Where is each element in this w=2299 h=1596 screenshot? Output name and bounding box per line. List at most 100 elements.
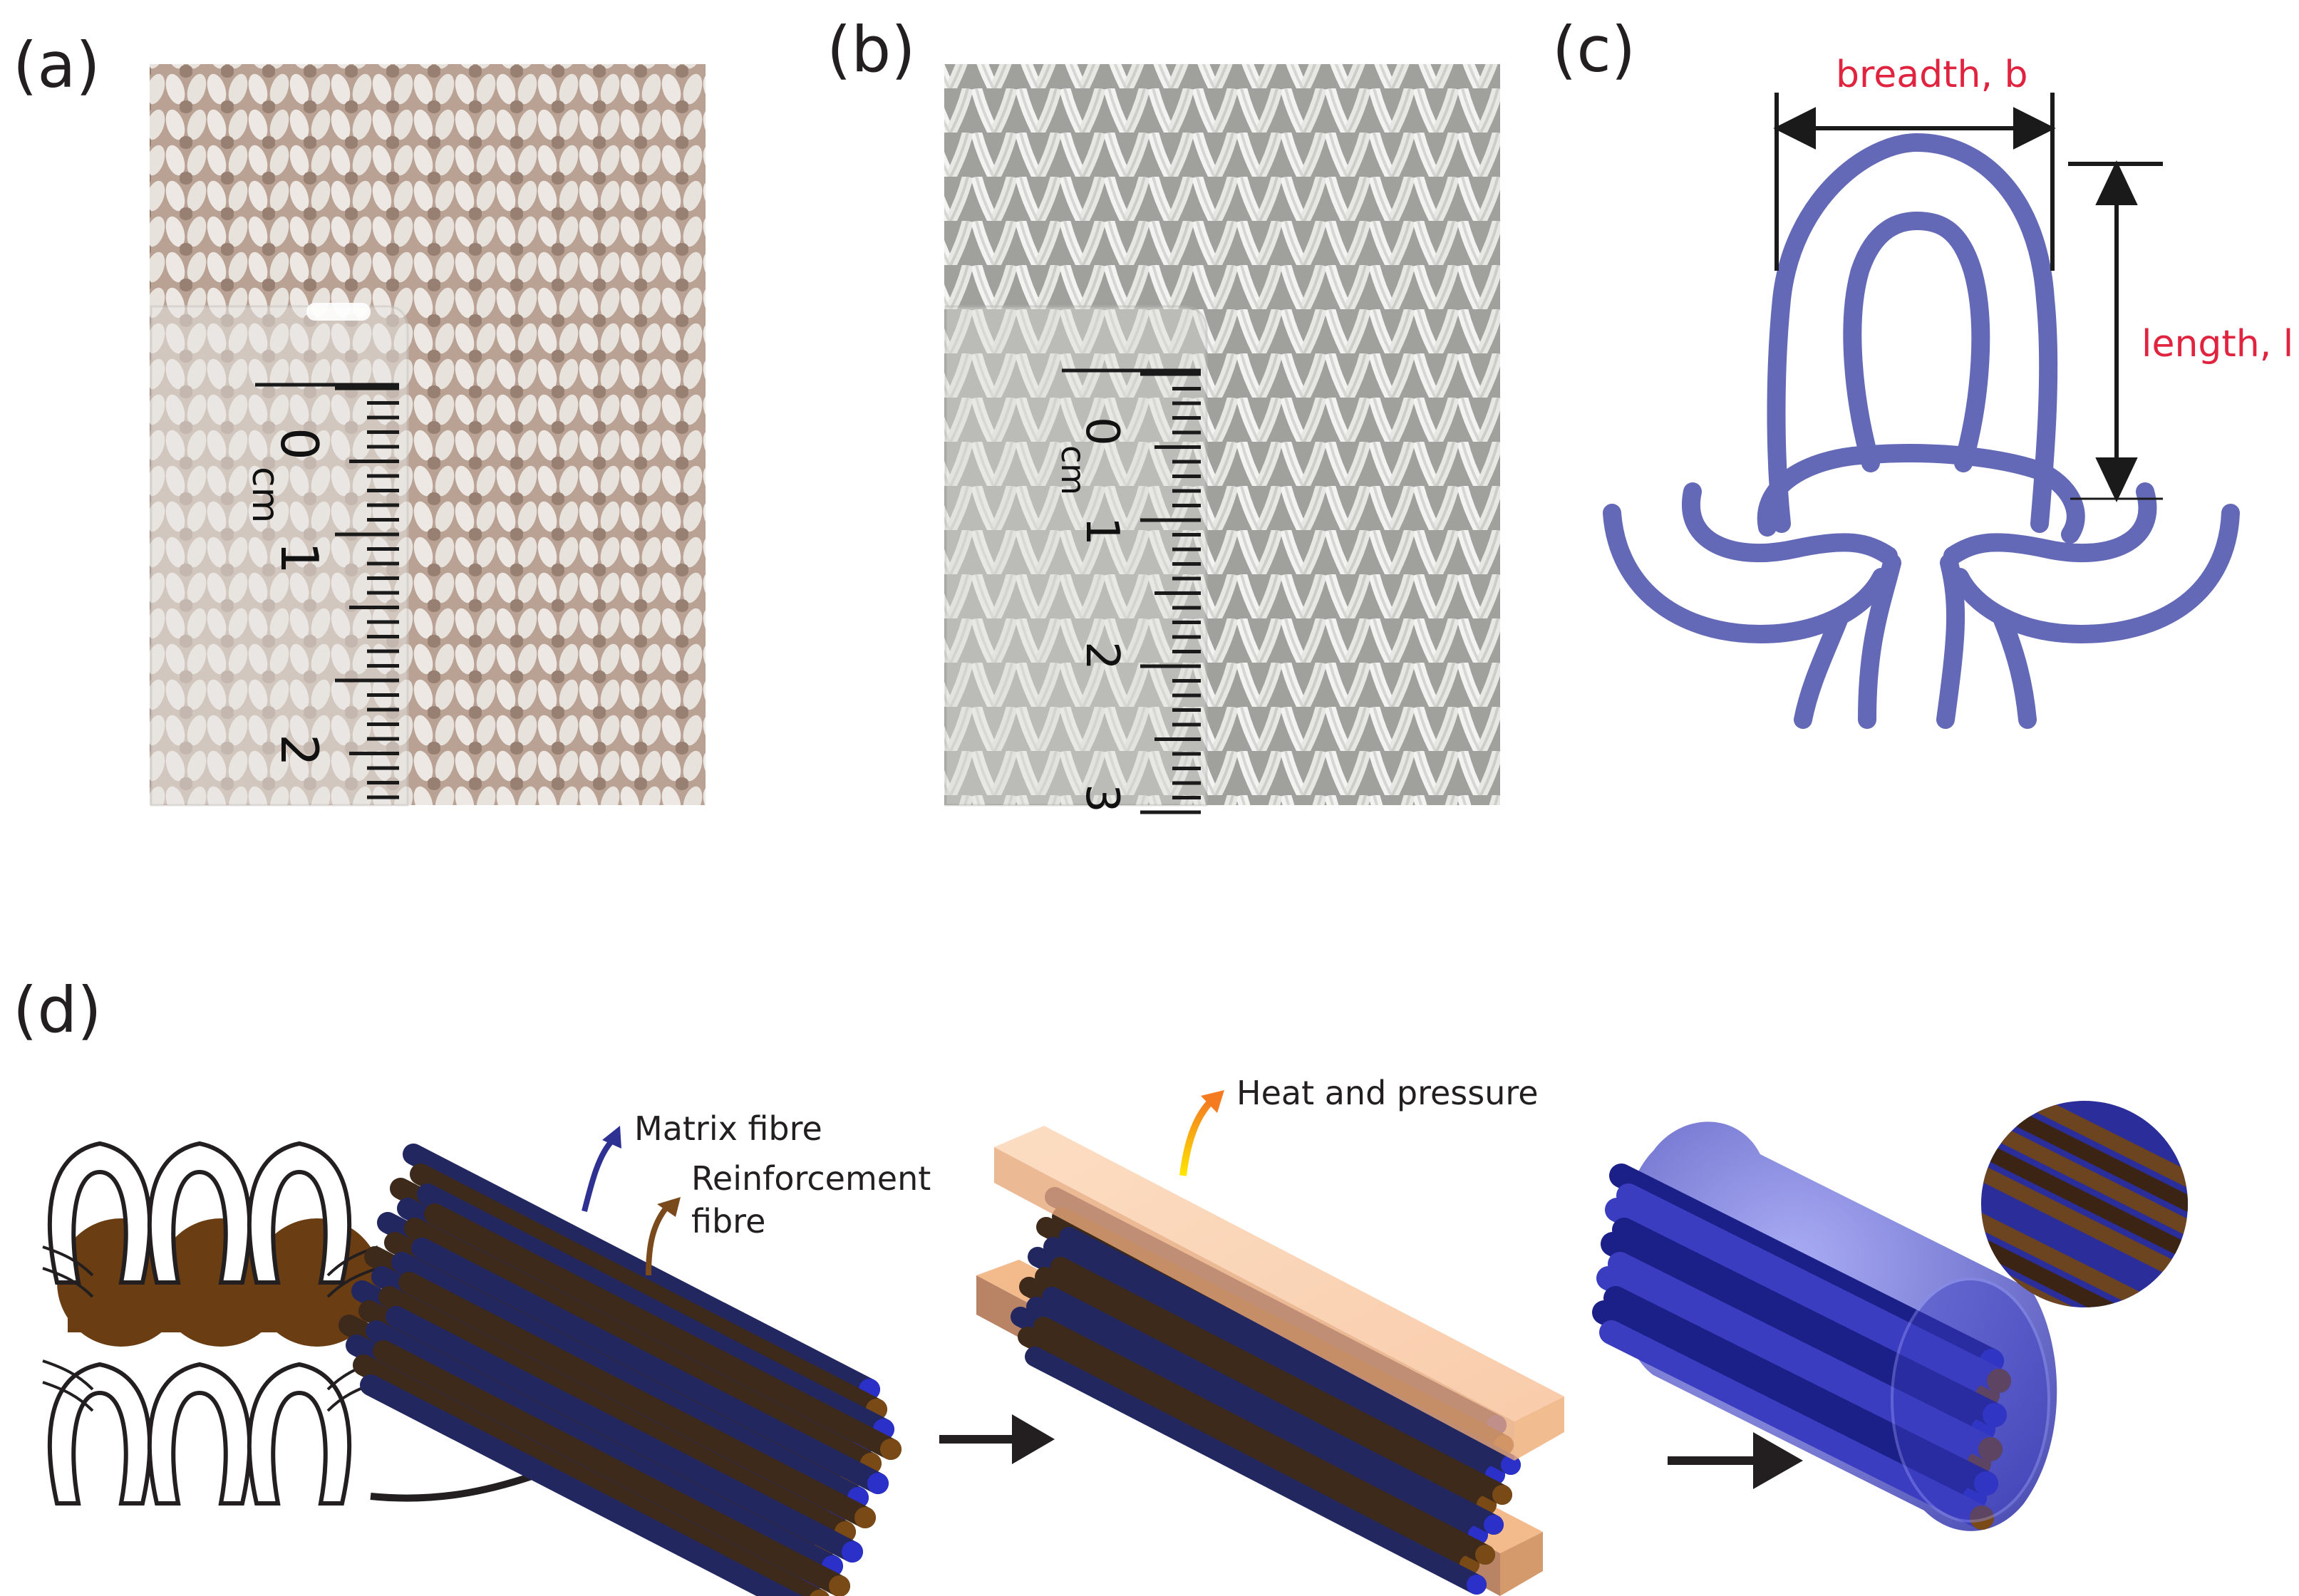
ruler-a-two: 2: [269, 734, 329, 767]
panel-b-photo: 0 cm 1 2 3: [944, 64, 1500, 814]
fibre-rod: [1592, 1300, 1987, 1510]
ruler-a-unit: cm: [244, 467, 286, 523]
right-inner-hook: [1943, 482, 2157, 565]
fibre-rod: [373, 1340, 850, 1596]
fibre-rod: [398, 1272, 876, 1528]
fibre-rod: [1043, 1237, 1505, 1485]
breadth-label: breadth, b: [1836, 53, 2028, 96]
fibre-rod: [1603, 1286, 1998, 1496]
cylinder-fibres: [1592, 1164, 2011, 1530]
fibre-rod: [1605, 1198, 2000, 1407]
zoom-fibre: [1981, 1134, 2188, 1270]
top-plate-side: [994, 1147, 1514, 1461]
matrix-fibre-label: Matrix fibre: [634, 1109, 822, 1148]
fibre-rod: [403, 1144, 880, 1400]
fibre-end: [1978, 1437, 2003, 1461]
fibre-rod: [378, 1286, 856, 1543]
heat-pressure-label: Heat and pressure: [1236, 1074, 1539, 1112]
knit-loop: [47, 1141, 153, 1285]
knit-loop: [47, 1362, 153, 1506]
panel-c-label: (c): [1552, 13, 1636, 86]
fibre-rod: [1018, 1327, 1479, 1575]
top-plate-top: [994, 1126, 1564, 1421]
reinforcement-label-line2: fibre: [691, 1202, 765, 1240]
fibre-rod: [417, 1183, 894, 1440]
panel-a-label: (a): [13, 28, 100, 102]
fibre-end: [829, 1575, 850, 1596]
knit-fabric-schematic: [42, 1141, 381, 1506]
knit-loop-diagram: [1603, 133, 2240, 729]
fibre-rod: [1601, 1232, 1995, 1441]
fibre-rod: [1608, 1252, 2003, 1461]
reinforcement-label-line1: Reinforcement: [691, 1159, 931, 1198]
fibre-end: [1974, 1471, 1998, 1496]
fibre-end: [842, 1541, 863, 1563]
leg-4: [1993, 611, 2037, 729]
fibre-end: [880, 1439, 901, 1460]
fibre-rod: [1616, 1183, 2011, 1393]
fibre-rod: [1059, 1227, 1521, 1475]
fibre-rod: [1026, 1297, 1488, 1545]
flow-arrow-2: [939, 1414, 1055, 1464]
fibre-rod: [1025, 1347, 1487, 1595]
composite-cylinder: [1592, 1101, 2188, 1531]
zoom-fibre: [1981, 1110, 2188, 1245]
leg-3: [1794, 611, 1848, 729]
left-inner-hook: [1682, 482, 1898, 565]
leg-1: [1858, 554, 1901, 729]
flow-arrow-3: [1668, 1432, 1803, 1489]
reinforcement-fibre-pointer: [646, 1197, 681, 1276]
ruler-b-unit: cm: [1054, 445, 1092, 495]
cylinder-end-face: [1891, 1278, 2050, 1523]
ruler-b-one: 1: [1075, 517, 1128, 546]
zoom-fibre: [1981, 1207, 2188, 1307]
fibre-bundle: [339, 1144, 901, 1596]
fibre-rod: [424, 1203, 901, 1460]
ruler-b-zero: 0: [1075, 417, 1128, 446]
fibre-rod: [1596, 1266, 1991, 1476]
panel-a-photo: 0 cm 1 2: [150, 64, 706, 807]
fibre-rod: [1050, 1257, 1512, 1505]
knit-loop: [247, 1362, 352, 1506]
fibre-rod: [366, 1320, 843, 1577]
fibre-rod: [1042, 1287, 1504, 1535]
bottom-plate-end: [1500, 1532, 1543, 1596]
length-label: length, l: [2142, 323, 2293, 366]
fibre-rod: [1035, 1267, 1497, 1515]
fibre-end: [1467, 1575, 1487, 1595]
fibre-end: [1475, 1545, 1495, 1565]
outer-loop: [1767, 133, 2058, 533]
panel-b-label: (b): [827, 13, 916, 86]
ruler-a: 0 cm 1 2: [150, 303, 409, 807]
knit-loop: [147, 1362, 252, 1506]
knit-loop: [147, 1141, 252, 1285]
knit-loops: [47, 1141, 352, 1506]
ruler-a-one: 1: [269, 542, 329, 574]
ruler-a-zero: 0: [269, 428, 329, 460]
fibre-rod: [404, 1218, 882, 1474]
fibre-end: [854, 1507, 876, 1528]
leg-2: [1936, 554, 1965, 729]
inner-loop: [1843, 211, 1990, 472]
fibre-end: [1484, 1515, 1504, 1535]
fibre-rod: [386, 1306, 863, 1563]
fibre-rod: [1609, 1164, 2004, 1373]
fibre-rod: [1033, 1317, 1495, 1565]
ruler-b-two: 2: [1075, 641, 1128, 670]
hot-press: [976, 1126, 1564, 1596]
fibre-end: [1970, 1506, 1994, 1530]
fibre-rod: [391, 1252, 869, 1508]
fibre-end: [1492, 1485, 1512, 1505]
fibre-end: [867, 1473, 889, 1494]
fibre-rod: [1612, 1218, 2007, 1427]
heat-arrow: [1179, 1090, 1224, 1176]
panel-d-label: (d): [13, 973, 102, 1047]
fibre-rod: [353, 1354, 830, 1596]
fibre-end: [1983, 1403, 2007, 1427]
matrix-fibre-pointer: [582, 1126, 621, 1212]
zoom-fibre: [1981, 1101, 2188, 1197]
ruler-b-three: 3: [1075, 784, 1128, 813]
fibre-end: [810, 1590, 830, 1596]
fibre-rod: [411, 1238, 889, 1494]
